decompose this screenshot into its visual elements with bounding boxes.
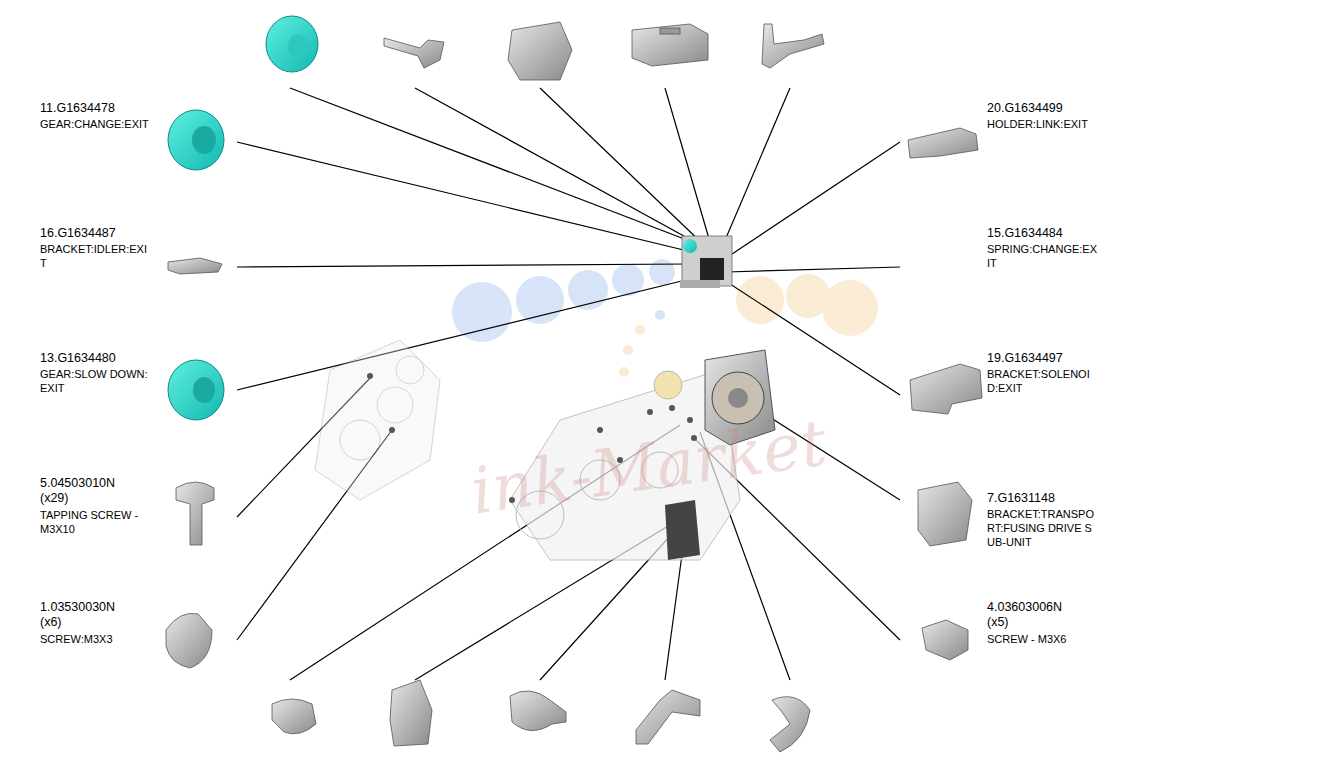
part-number: 11.G1634478 — [40, 101, 152, 116]
gear-icons — [168, 16, 318, 420]
quantity: (x29) — [40, 491, 152, 506]
leader-lines — [237, 88, 900, 680]
part-name: TAPPING SCREW - M3X10 — [40, 508, 152, 536]
part-name: HOLDER:LINK:EXIT — [987, 117, 1099, 131]
side-frame — [315, 340, 440, 500]
part-number: 13.G1634480 — [40, 351, 152, 366]
part-number: 1.03530030N — [40, 600, 152, 615]
part-number: 4.03603006N — [987, 600, 1099, 615]
watermark-circles — [452, 259, 878, 377]
part-icons — [166, 22, 982, 752]
part-name: BRACKET:TRANSPORT:FUSING DRIVE SUB-UNIT — [987, 507, 1099, 549]
part-name: BRACKET:SOLENOID:EXIT — [987, 367, 1099, 395]
part-name: SCREW - M3X6 — [987, 632, 1099, 646]
part-name: BRACKET:IDLER:EXIT — [40, 242, 152, 270]
part-number: 20.G1634499 — [987, 101, 1099, 116]
part-number: 5.04503010N — [40, 476, 152, 491]
part-number: 7.G1631148 — [987, 491, 1099, 506]
part-name: GEAR:SLOW DOWN:EXIT — [40, 367, 152, 395]
quantity: (x5) — [987, 615, 1099, 630]
part-number: 15.G1634484 — [987, 226, 1099, 241]
part-name: SPRING:CHANGE:EXIT — [987, 242, 1099, 270]
part-number: 16.G1634487 — [40, 226, 152, 241]
part-name: SCREW:M3X3 — [40, 632, 152, 646]
quantity: (x6) — [40, 615, 152, 630]
part-number: 19.G1634497 — [987, 351, 1099, 366]
exit-assembly — [680, 236, 732, 288]
part-name: GEAR:CHANGE:EXIT — [40, 117, 152, 131]
